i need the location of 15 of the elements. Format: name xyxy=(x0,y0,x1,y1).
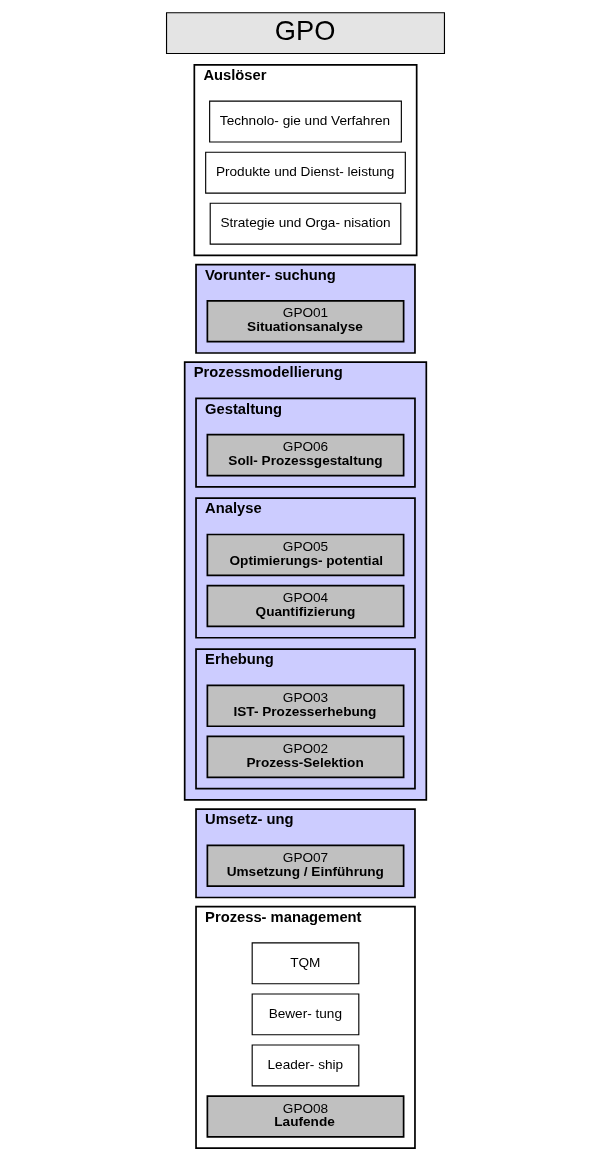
node-box: GPO05 Optimierungs- potential xyxy=(206,533,405,577)
node-box: GPO xyxy=(165,12,446,55)
node-box: Leader- ship xyxy=(251,1044,360,1087)
node-box: GPO08 Laufende xyxy=(206,1095,405,1138)
node-box: Strategie und Orga- nisation xyxy=(209,202,402,245)
node-box: TQM xyxy=(251,942,360,985)
node-box: GPO02 Prozess-Selektion xyxy=(206,735,405,779)
node-box: GPO07 Umsetzung / Einführung xyxy=(206,844,405,888)
node-box: Bewer- tung xyxy=(251,993,360,1036)
node-box: Technolo- gie und Verfahren xyxy=(209,100,402,143)
node-box: Produkte und Dienst- leistung xyxy=(205,151,406,194)
node-box: GPO01 Situationsanalyse xyxy=(206,300,405,343)
node-box: GPO03 IST- Prozesserhebung xyxy=(206,684,405,728)
node-box: GPO06 Soll- Prozessgestaltung xyxy=(206,433,405,477)
node-box: GPO04 Quantifizierung xyxy=(206,584,405,628)
